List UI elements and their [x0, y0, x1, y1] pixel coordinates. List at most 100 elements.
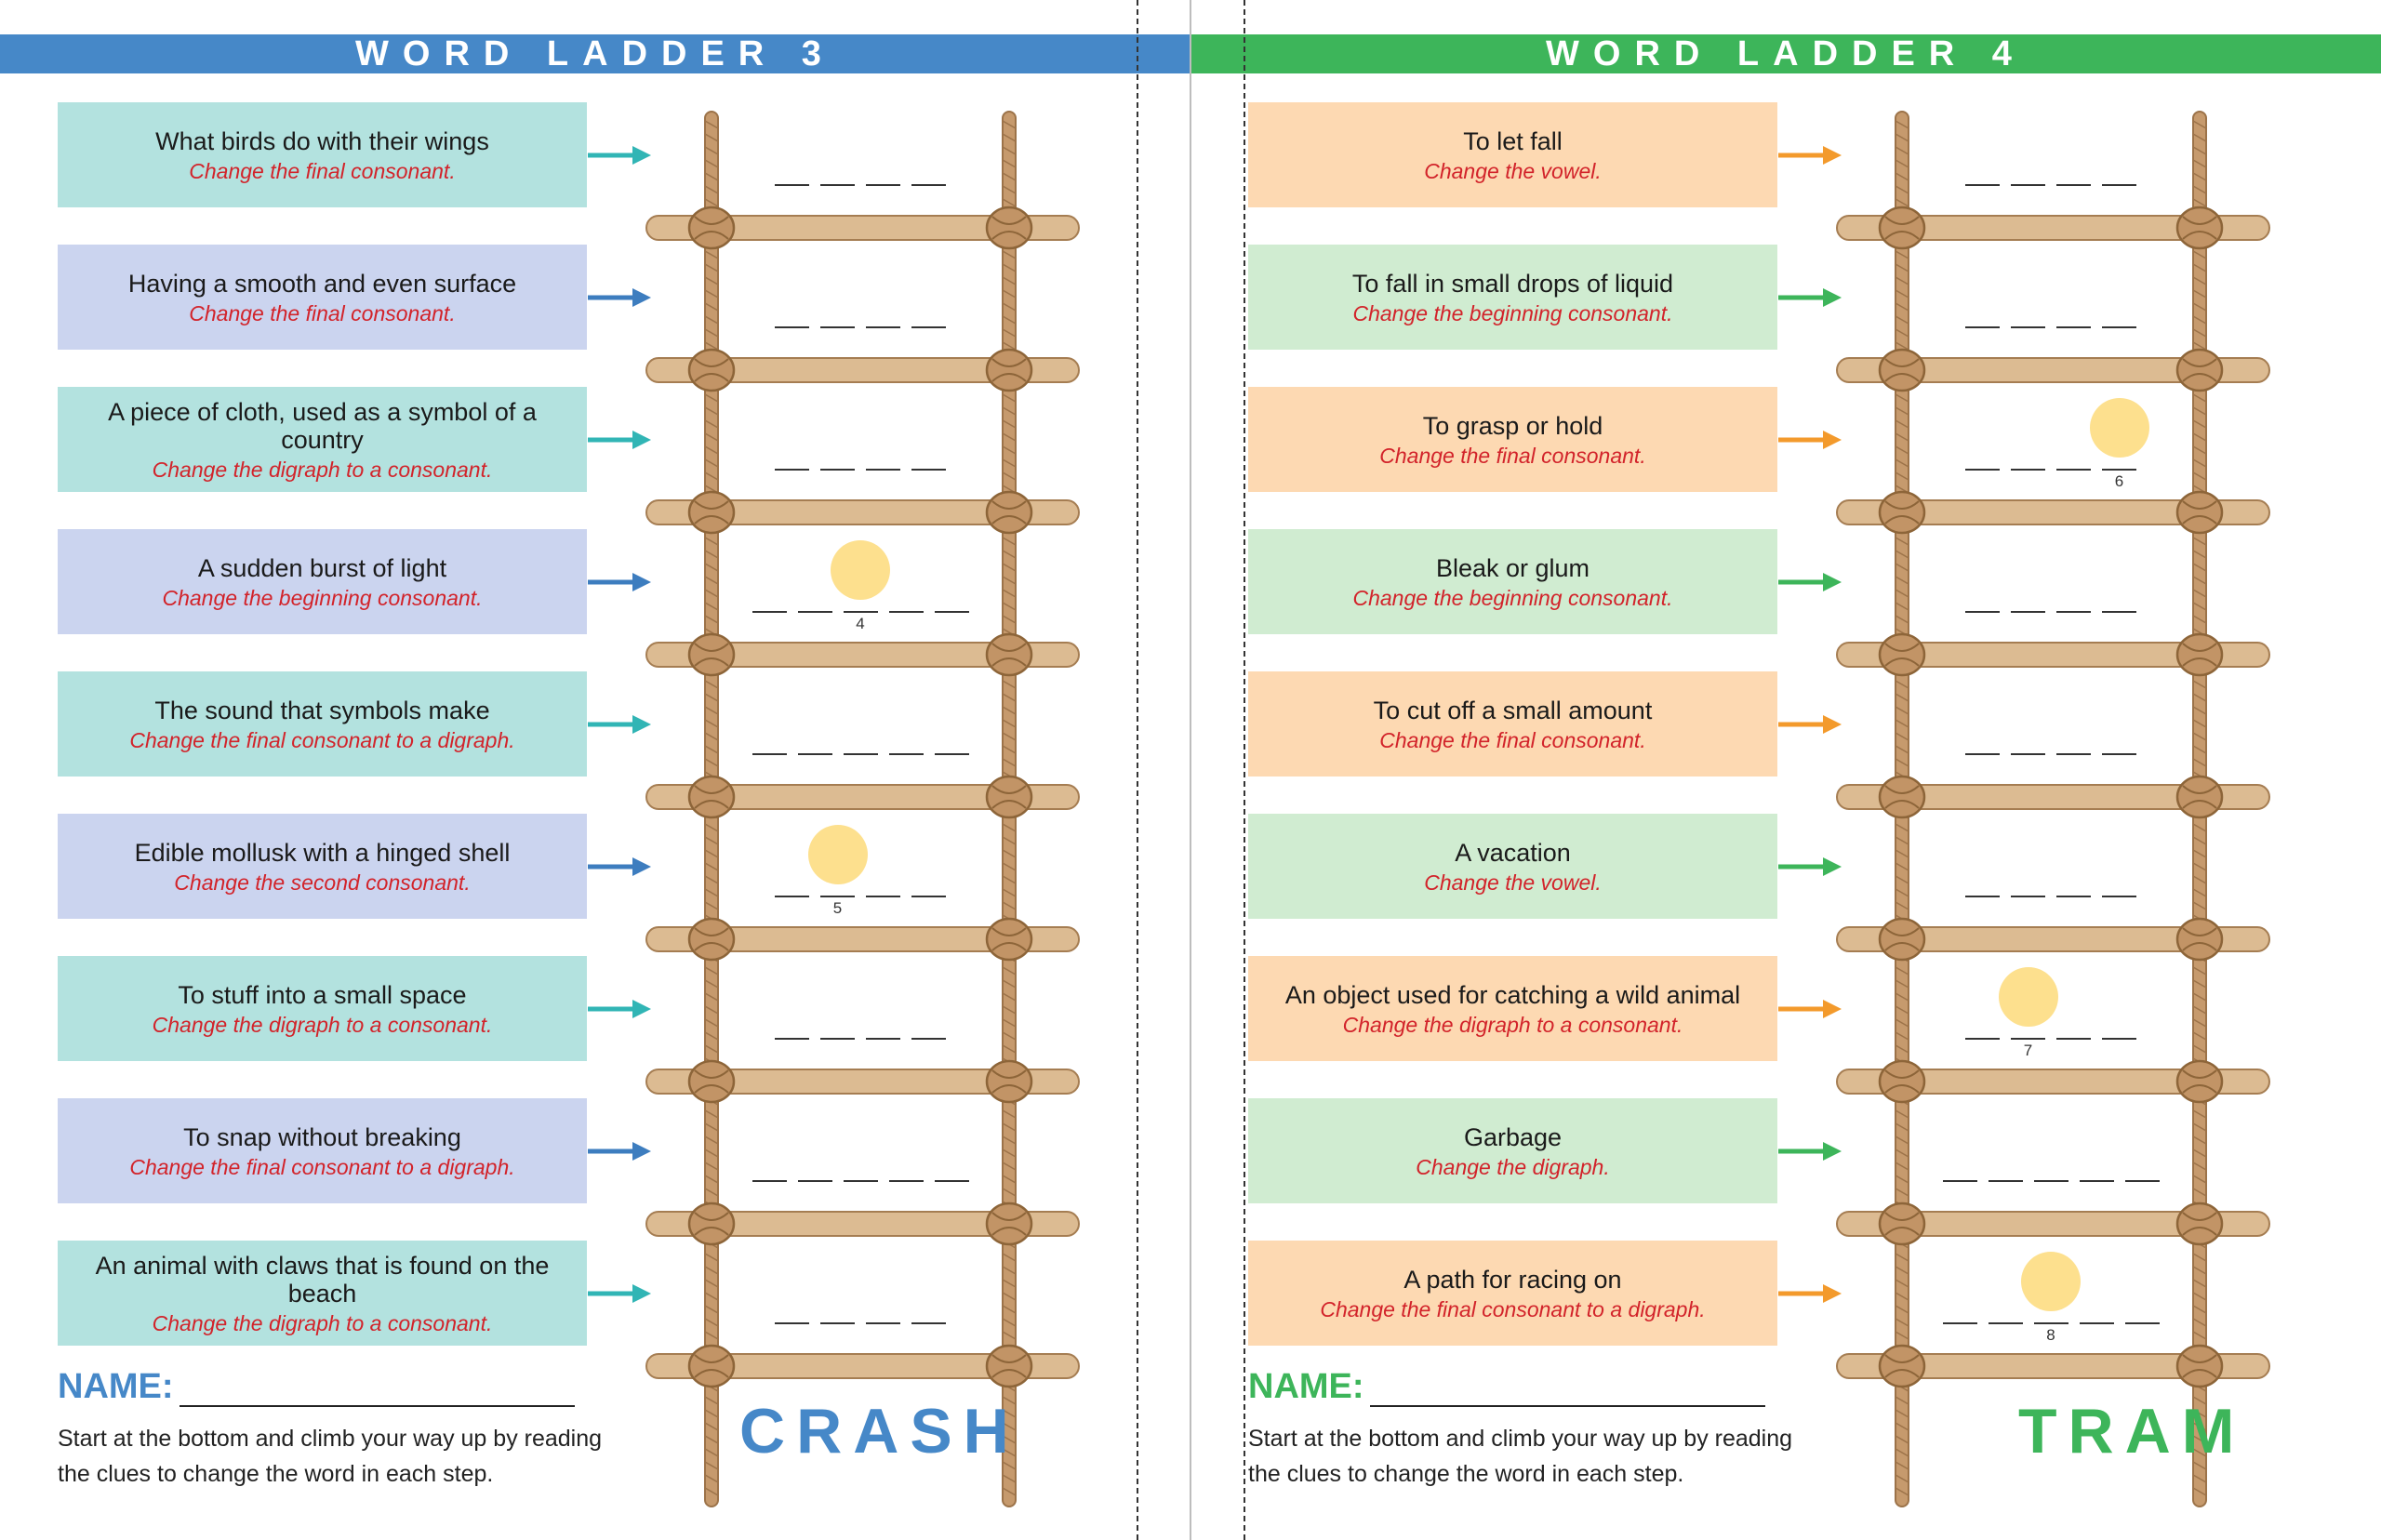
letter-blank[interactable]: [1942, 1304, 1977, 1324]
answer-blanks[interactable]: [1965, 877, 2136, 905]
answer-blanks[interactable]: [1965, 166, 2136, 193]
letter-blank[interactable]: [775, 877, 809, 897]
letter-blank[interactable]: [866, 450, 900, 471]
letter-blank[interactable]: [866, 1019, 900, 1040]
letter-blank[interactable]: [775, 308, 809, 328]
letter-blank[interactable]: [797, 592, 832, 613]
letter-blank[interactable]: [1965, 450, 2000, 471]
letter-blank[interactable]: [2056, 735, 2091, 755]
letter-blank[interactable]: [1965, 592, 2000, 613]
letter-blank[interactable]: [2079, 1304, 2114, 1324]
letter-blank[interactable]: [2056, 877, 2091, 897]
letter-blank[interactable]: [2011, 877, 2045, 897]
letter-blank[interactable]: [2124, 1162, 2160, 1182]
letter-blank[interactable]: [2056, 166, 2091, 186]
letter-blank[interactable]: [911, 308, 946, 328]
letter-blank[interactable]: [2056, 450, 2091, 471]
letter-blank[interactable]: [820, 450, 855, 471]
letter-blank[interactable]: [820, 308, 855, 328]
letter-blank[interactable]: [752, 592, 787, 613]
letter-blank[interactable]: [1942, 1162, 1977, 1182]
letter-blank[interactable]: [2011, 735, 2045, 755]
letter-blank[interactable]: [752, 735, 787, 755]
letter-blank[interactable]: [866, 1304, 900, 1324]
letter-blank[interactable]: [911, 166, 946, 186]
letter-blank[interactable]: [775, 166, 809, 186]
letter-blank[interactable]: [888, 735, 924, 755]
letter-blank[interactable]: [2124, 1304, 2160, 1324]
letter-blank[interactable]: [866, 308, 900, 328]
letter-blank[interactable]: [1965, 735, 2000, 755]
letter-blank[interactable]: [820, 166, 855, 186]
answer-blanks[interactable]: [775, 1019, 946, 1047]
answer-blanks[interactable]: [775, 450, 946, 478]
answer-blanks[interactable]: 5: [775, 825, 946, 917]
letter-blank[interactable]: [797, 735, 832, 755]
letter-blank[interactable]: [934, 735, 969, 755]
letter-blank[interactable]: [2102, 308, 2136, 328]
answer-blanks[interactable]: 8: [1942, 1252, 2160, 1344]
answer-blanks[interactable]: [1965, 592, 2136, 620]
letter-blank[interactable]: [1965, 1019, 2000, 1040]
letter-blank[interactable]: [775, 1019, 809, 1040]
answer-blanks[interactable]: 7: [1965, 967, 2136, 1059]
answer-blanks[interactable]: 4: [752, 540, 969, 632]
answer-blanks[interactable]: [752, 1162, 969, 1189]
letter-blank[interactable]: [1965, 877, 2000, 897]
answer-blanks[interactable]: [775, 1304, 946, 1332]
letter-blank[interactable]: [1965, 166, 2000, 186]
letter-blank[interactable]: 5: [807, 825, 868, 917]
letter-blank[interactable]: [775, 450, 809, 471]
letter-blank[interactable]: [2056, 1019, 2091, 1040]
letter-blank[interactable]: [888, 1162, 924, 1182]
name-field[interactable]: NAME:: [1248, 1367, 1765, 1407]
name-input-line[interactable]: [179, 1368, 575, 1407]
letter-blank[interactable]: [775, 1304, 809, 1324]
letter-blank[interactable]: [2056, 308, 2091, 328]
letter-blank[interactable]: [1965, 308, 2000, 328]
letter-blank[interactable]: [2011, 450, 2045, 471]
answer-blanks[interactable]: 6: [1965, 398, 2149, 490]
letter-blank[interactable]: [2102, 735, 2136, 755]
letter-blank[interactable]: 8: [2021, 1252, 2081, 1344]
letter-blank[interactable]: [2102, 592, 2136, 613]
letter-blank[interactable]: [820, 1304, 855, 1324]
letter-blank[interactable]: [1988, 1162, 2023, 1182]
answer-blanks[interactable]: [1965, 308, 2136, 336]
letter-blank[interactable]: 4: [831, 540, 890, 632]
letter-blank[interactable]: [820, 1019, 855, 1040]
letter-blank[interactable]: [911, 1019, 946, 1040]
letter-blank[interactable]: [2011, 308, 2045, 328]
letter-blank[interactable]: 6: [2089, 398, 2149, 490]
letter-blank[interactable]: [2056, 592, 2091, 613]
letter-blank[interactable]: [1988, 1304, 2023, 1324]
letter-blank[interactable]: [2033, 1162, 2068, 1182]
name-field[interactable]: NAME:: [58, 1367, 575, 1407]
letter-blank[interactable]: [2102, 1019, 2136, 1040]
letter-blank[interactable]: [866, 166, 900, 186]
answer-blanks[interactable]: [775, 308, 946, 336]
letter-blank[interactable]: [752, 1162, 787, 1182]
letter-blank[interactable]: [797, 1162, 832, 1182]
letter-blank[interactable]: [2102, 877, 2136, 897]
letter-blank[interactable]: [934, 1162, 969, 1182]
answer-blanks[interactable]: [1965, 735, 2136, 763]
letter-blank[interactable]: [2011, 592, 2045, 613]
letter-blank[interactable]: [866, 877, 900, 897]
letter-blank[interactable]: [911, 877, 946, 897]
letter-blank[interactable]: [843, 735, 878, 755]
rope-twist: [1895, 1435, 1909, 1444]
answer-blanks[interactable]: [775, 166, 946, 193]
letter-blank[interactable]: [2079, 1162, 2114, 1182]
letter-blank[interactable]: [843, 1162, 878, 1182]
answer-blanks[interactable]: [1942, 1162, 2160, 1189]
letter-blank[interactable]: [2011, 166, 2045, 186]
letter-blank[interactable]: [888, 592, 924, 613]
name-input-line[interactable]: [1369, 1368, 1765, 1407]
letter-blank[interactable]: [911, 450, 946, 471]
letter-blank[interactable]: [2102, 166, 2136, 186]
answer-blanks[interactable]: [752, 735, 969, 763]
letter-blank[interactable]: [911, 1304, 946, 1324]
letter-blank[interactable]: 7: [1998, 967, 2058, 1059]
letter-blank[interactable]: [934, 592, 969, 613]
